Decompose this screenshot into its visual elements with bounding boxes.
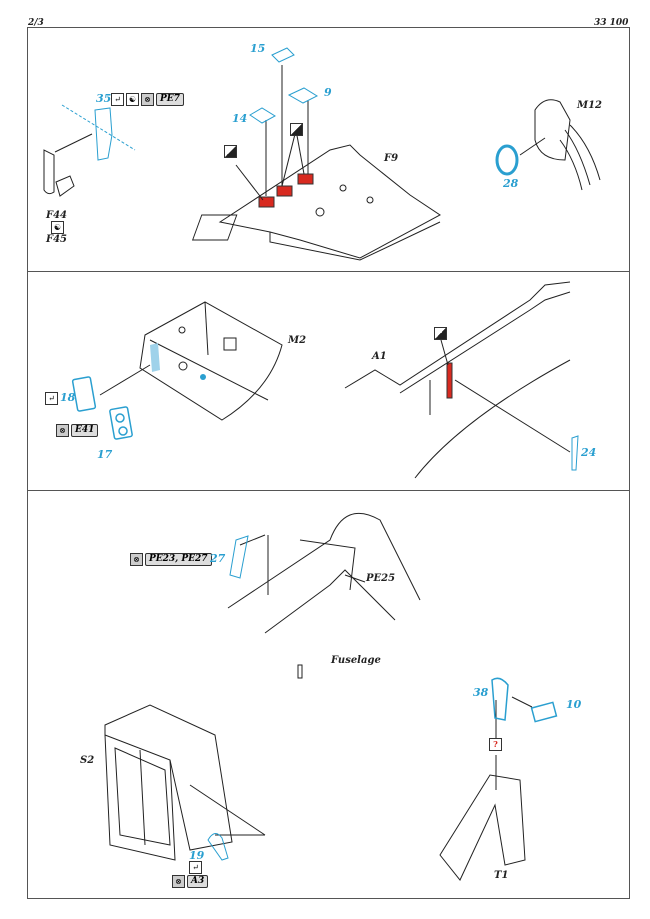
replace-part-icon: ⊗ <box>130 553 143 566</box>
part-9-label: 9 <box>324 86 332 99</box>
bend-icon: ↵ <box>45 392 58 405</box>
part-14-label: 14 <box>232 112 248 125</box>
part-18-label: 18 <box>60 391 76 404</box>
gunsight-m12-drawing <box>495 99 601 191</box>
part-24-label: 24 <box>581 446 597 459</box>
question-icon: ? <box>489 738 502 751</box>
replace-part-icon: ⊗ <box>141 93 154 106</box>
yin-yang-icon: ☯ <box>126 93 139 106</box>
page-number: 2/3 <box>28 18 44 28</box>
panel-m2-drawing <box>71 301 283 440</box>
fuselage-cockpit-drawing <box>227 512 421 679</box>
f45-label: F45 <box>46 234 68 245</box>
paint-shade-icon <box>290 123 303 136</box>
pe23-pe27-tag: PE23, PE27 <box>145 553 212 566</box>
panel-step-3 <box>27 490 630 899</box>
a3-tag: A3 <box>187 875 209 888</box>
part-19-label: 19 <box>189 849 205 862</box>
m2-label: M2 <box>288 335 307 346</box>
fuselage-label: Fuselage <box>331 655 381 666</box>
part-35-label: 35 <box>96 92 112 105</box>
pe7-tag: PE7 <box>156 93 184 106</box>
pe25-label: PE25 <box>366 573 396 584</box>
bend-icon: ↵ <box>111 93 124 106</box>
m12-label: M12 <box>577 100 602 111</box>
f9-label: F9 <box>384 153 399 164</box>
product-code: 33 100 <box>594 18 629 28</box>
seat-drawing <box>43 104 136 197</box>
replace-part-icon: ⊗ <box>172 875 185 888</box>
floor-f9-drawing <box>191 47 441 261</box>
part-27-label: 27 <box>210 552 226 565</box>
paint-shade-icon <box>434 327 447 340</box>
part-17-label: 17 <box>97 448 113 461</box>
part-10-label: 10 <box>566 698 582 711</box>
bend-icon: ↵ <box>189 861 202 874</box>
part-38-label: 38 <box>473 686 489 699</box>
replace-part-icon: ⊗ <box>56 424 69 437</box>
paint-shade-icon <box>224 145 237 158</box>
f44-label: F44 <box>46 210 68 221</box>
s2-label: S2 <box>80 755 95 766</box>
yin-yang-icon: ☯ <box>51 221 64 234</box>
e41-tag: E41 <box>71 424 99 437</box>
part-28-label: 28 <box>503 177 519 190</box>
part-15-label: 15 <box>250 42 266 55</box>
t1-label: T1 <box>494 870 509 881</box>
canopy-s2-drawing <box>104 704 266 861</box>
canopy-t1-drawing <box>439 677 558 881</box>
fuselage-a1-drawing <box>344 281 579 479</box>
a1-label: A1 <box>372 351 387 362</box>
